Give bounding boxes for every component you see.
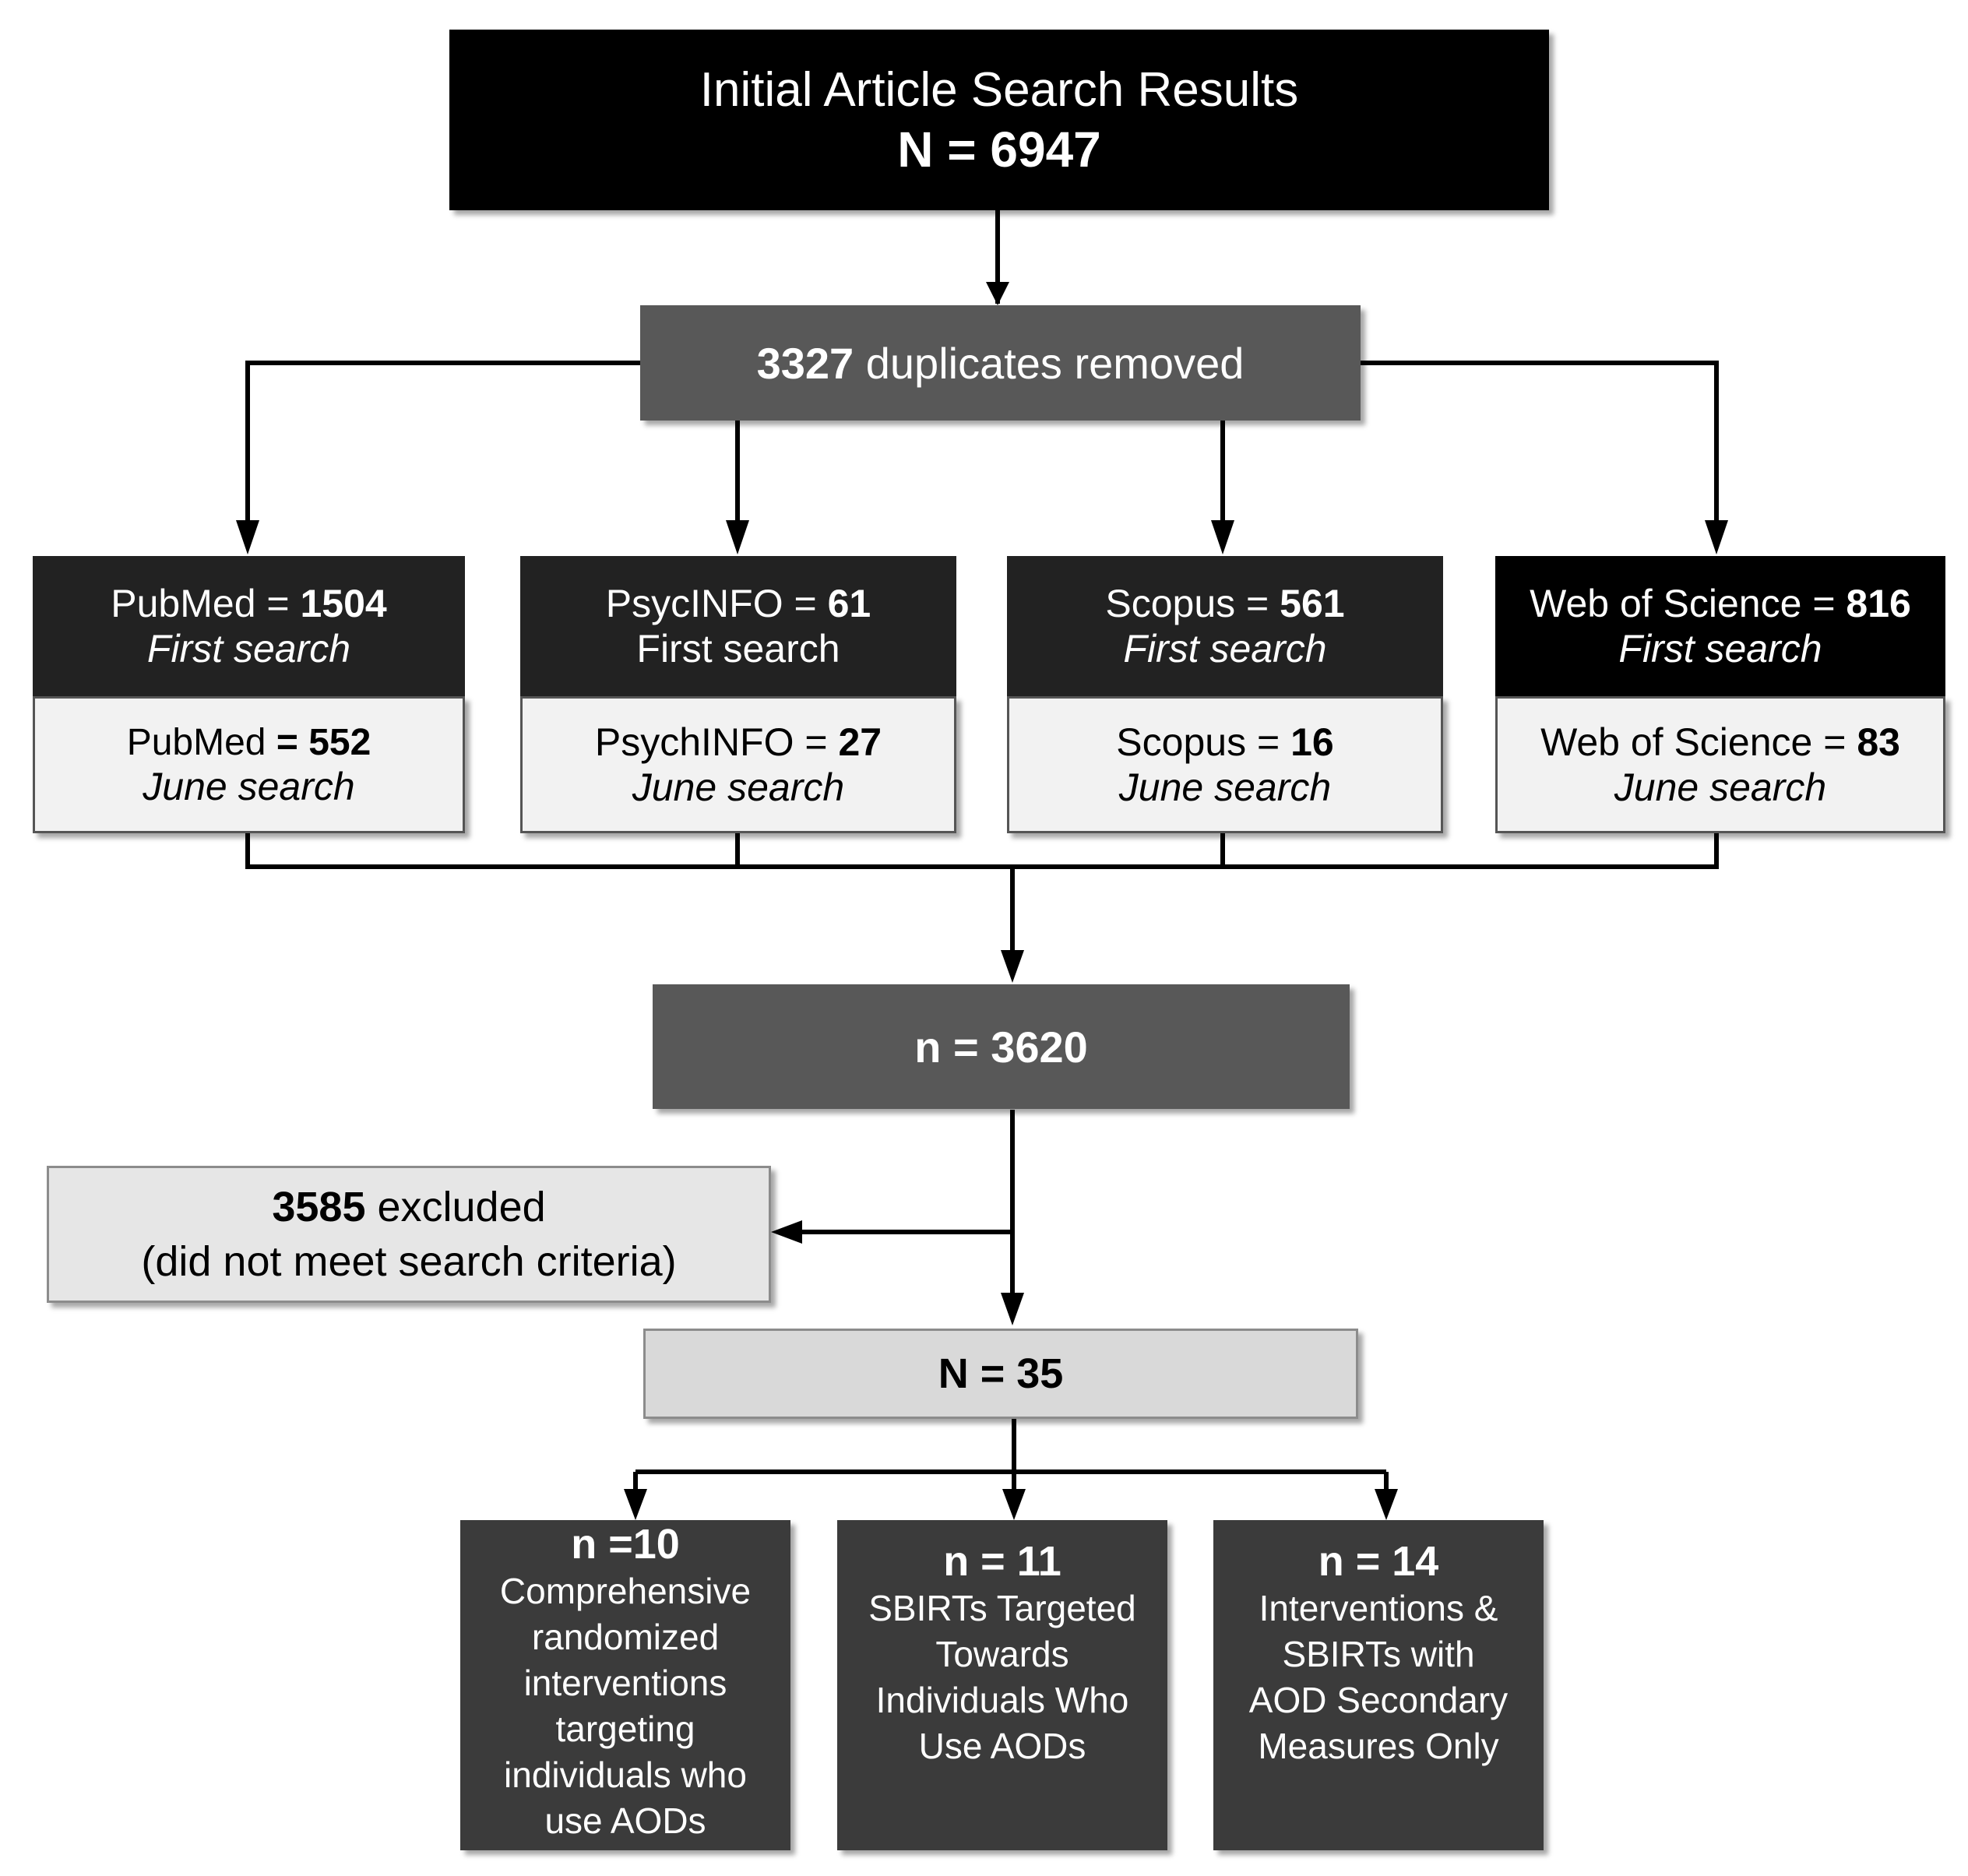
outcome-1-line-1: Comprehensive	[499, 1571, 752, 1611]
pubmed-june-box: PubMed = 552 June search	[33, 696, 465, 833]
included-count: N = 35	[938, 1350, 1064, 1397]
outcome-3-line-4: Measures Only	[1258, 1726, 1499, 1766]
arrow-duplicates-to-wos	[1361, 361, 1719, 537]
outcome-1-count: n =10	[571, 1521, 680, 1568]
psycinfo-june-box: PsychINFO = 27 June search	[520, 696, 956, 833]
wos-first-note: First search	[1618, 627, 1822, 671]
wos-june-note: June search	[1614, 766, 1827, 809]
initial-results-title: Initial Article Search Results	[699, 62, 1299, 117]
outcome-1-line-4: targeting	[555, 1709, 695, 1749]
duplicates-removed-box: 3327 duplicates removed	[640, 305, 1361, 421]
outcome-1-line-5: individuals who	[504, 1755, 747, 1795]
psycinfo-june-note: June search	[632, 766, 845, 809]
psycinfo-june-count: 27	[838, 720, 882, 764]
outcome-3-line-1: Interventions &	[1259, 1588, 1498, 1628]
pubmed-first-count: 1504	[300, 582, 387, 625]
initial-results-box: Initial Article Search Results N = 6947	[449, 30, 1549, 210]
combined-count: n = 3620	[914, 1022, 1088, 1072]
duplicates-text: duplicates removed	[854, 338, 1245, 388]
outcome-1-line-3: interventions	[523, 1663, 727, 1703]
outcome-2-line-1: SBIRTs Targeted	[868, 1588, 1136, 1628]
outcome-3-count: n = 14	[1318, 1538, 1439, 1585]
outcome-1-line-2: randomized	[531, 1617, 720, 1657]
scopus-first-note: First search	[1123, 627, 1327, 671]
outcome-3-line-2: SBIRTs with	[1282, 1634, 1475, 1674]
wos-first-count: 816	[1846, 582, 1911, 625]
outcome-2-line-3: Individuals Who	[875, 1680, 1129, 1720]
initial-results-count: N = 6947	[897, 121, 1101, 178]
outcome-2-line-4: Use AODs	[918, 1726, 1086, 1766]
duplicates-count: 3327	[756, 338, 854, 388]
pubmed-first-box: PubMed = 1504 First search	[33, 556, 465, 696]
wos-first-box: Web of Science = 816 First search	[1495, 556, 1945, 696]
scopus-first-box: Scopus = 561 First search	[1007, 556, 1443, 696]
arrow-duplicates-to-pubmed	[245, 361, 640, 537]
psycinfo-first-count: 61	[827, 582, 871, 625]
outcome-box-2: n = 11 SBIRTs Targeted Towards Individua…	[837, 1520, 1167, 1850]
excluded-box: 3585 excluded (did not meet search crite…	[47, 1166, 771, 1303]
included-box: N = 35	[643, 1329, 1358, 1419]
psycinfo-first-box: PsycINFO = 61 First search	[520, 556, 956, 696]
psycinfo-first-note: First search	[636, 627, 840, 671]
excluded-reason: (did not meet search criteria)	[141, 1238, 677, 1285]
merge-line	[245, 832, 1719, 869]
excluded-count: 3585	[272, 1184, 366, 1230]
outcome-box-1: n =10 Comprehensive randomized intervent…	[460, 1520, 790, 1850]
wos-june-box: Web of Science = 83 June search	[1495, 696, 1945, 833]
scopus-june-note: June search	[1118, 766, 1332, 809]
scopus-first-count: 561	[1280, 582, 1345, 625]
pubmed-june-count: = 552	[276, 721, 371, 763]
pubmed-first-note: First search	[146, 627, 351, 671]
outcome-box-3: n = 14 Interventions & SBIRTs with AOD S…	[1213, 1520, 1544, 1850]
outcome-3-line-3: AOD Secondary	[1248, 1680, 1509, 1720]
scopus-june-box: Scopus = 16 June search	[1007, 696, 1443, 833]
combined-results-box: n = 3620	[653, 984, 1350, 1109]
pubmed-june-note: June search	[143, 764, 355, 808]
scopus-june-count: 16	[1290, 720, 1334, 764]
wos-june-count: 83	[1857, 720, 1900, 764]
outcome-1-line-6: use AODs	[544, 1800, 706, 1841]
outcome-2-count: n = 11	[943, 1538, 1061, 1585]
outcome-2-line-2: Towards	[935, 1634, 1069, 1674]
